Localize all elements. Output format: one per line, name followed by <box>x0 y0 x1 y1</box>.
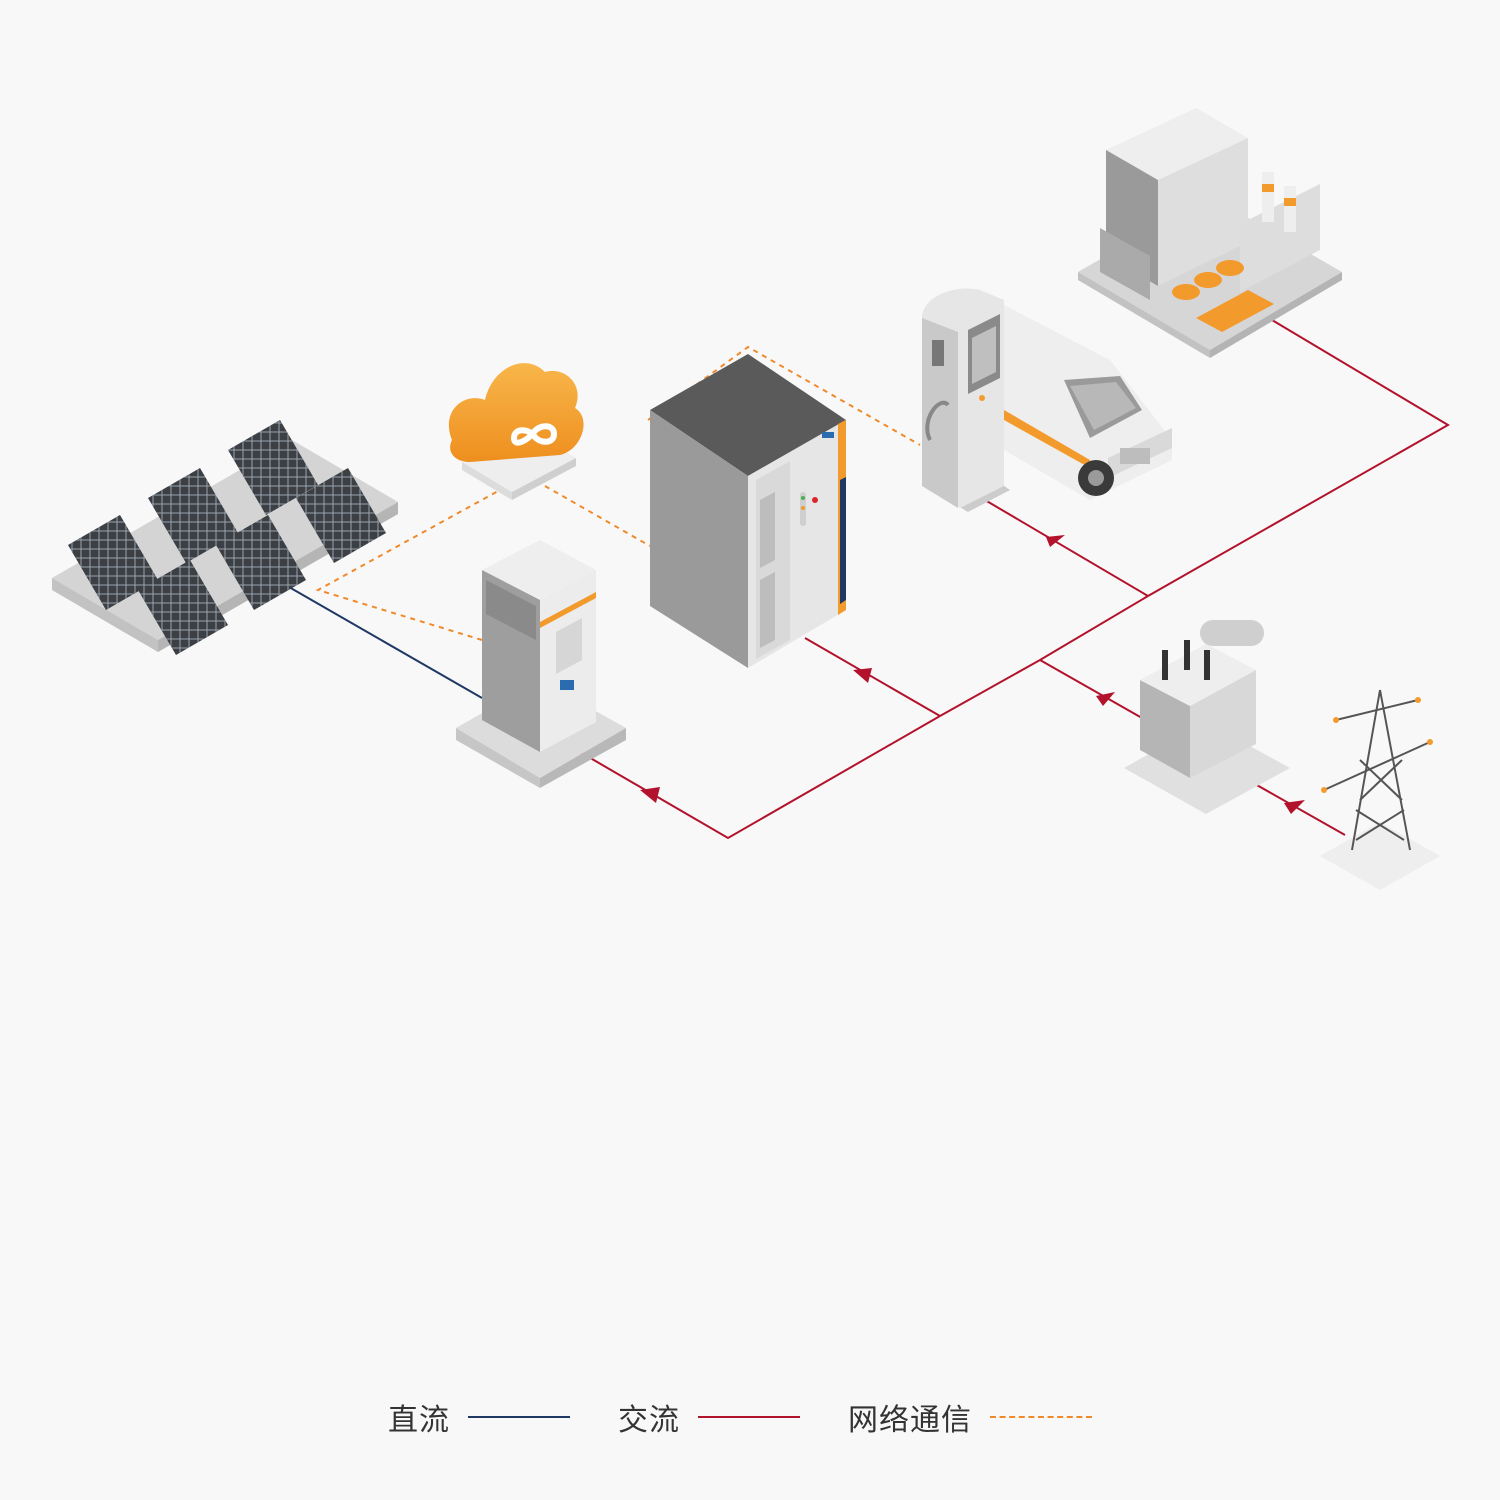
ev-charger-icon <box>922 288 1010 512</box>
ac-arrow-4 <box>1096 692 1115 706</box>
dc-line-solar <box>281 582 483 699</box>
ac-arrows <box>640 535 1305 814</box>
pcs-cabinet-icon <box>650 354 846 668</box>
legend-label-dc: 直流 <box>388 1403 450 1438</box>
network-line-main <box>315 489 501 641</box>
ac-arrow-1 <box>640 787 660 803</box>
solar-panel-array-icon <box>52 420 398 655</box>
ac-line-charger <box>984 499 1149 597</box>
cloud-platform-icon <box>448 363 584 500</box>
electric-van-icon <box>1004 305 1172 500</box>
legend-item-dc: 直流 <box>388 1395 570 1439</box>
transformer-icon <box>1124 620 1290 814</box>
legend-swatch-ac <box>698 1416 800 1418</box>
ac-arrow-5 <box>1284 800 1305 814</box>
ac-line-transformer <box>1039 659 1143 719</box>
factory-icon <box>1078 108 1342 358</box>
legend-swatch-dc <box>468 1416 570 1418</box>
network-line-cloud-pcs <box>544 485 651 547</box>
battery-storage-cabinet-icon <box>456 540 626 788</box>
legend-label-ac: 交流 <box>618 1403 680 1438</box>
legend-item-network: 网络通信 <box>848 1395 1092 1439</box>
legend-label-network: 网络通信 <box>848 1403 972 1438</box>
ac-arrow-2 <box>853 668 872 683</box>
ac-line-pcs <box>804 637 941 717</box>
ac-arrow-3 <box>1046 535 1065 547</box>
transmission-tower-icon <box>1320 689 1440 890</box>
legend-item-ac: 交流 <box>618 1395 800 1439</box>
legend-swatch-network <box>990 1416 1092 1418</box>
legend: 直流 交流 网络通信 <box>388 1395 1140 1439</box>
